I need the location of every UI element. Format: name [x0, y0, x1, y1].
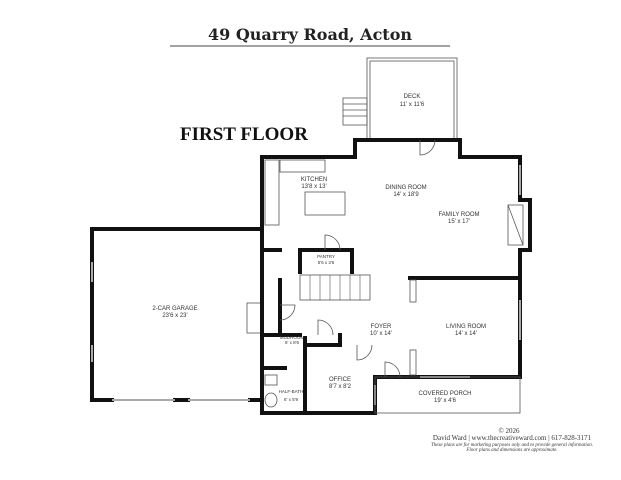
room-dims-half-bath: 6' x 5'9: [284, 397, 298, 402]
room-label-foyer: FOYER: [371, 324, 392, 330]
room-dims-kitchen: 13'8 x 13': [301, 184, 326, 190]
room-label-deck: DECK: [404, 94, 421, 100]
floor-label: FIRST FLOOR: [180, 124, 308, 145]
room-dims-garage: 23'6 x 23': [162, 313, 187, 319]
room-dims-pantry: 5'6 x 3'6: [318, 260, 335, 265]
room-label-pantry: PANTRY: [317, 254, 335, 259]
room-label-half-bath: HALF-BATH: [279, 389, 304, 394]
garage-walls: [90, 227, 264, 402]
disclaimer-line-1: These plans are for marketing purposes o…: [431, 443, 593, 448]
room-label-family: FAMILY ROOM: [438, 212, 479, 218]
room-label-garage: 2-CAR GARAGE: [152, 306, 197, 312]
room-dims-mudroom: 6' x 8'6: [285, 340, 299, 345]
room-dims-office: 8'7 x 8'2: [329, 384, 352, 390]
room-label-office: OFFICE: [329, 377, 351, 383]
room-label-living: LIVING ROOM: [446, 324, 486, 330]
room-dims-family: 15' x 17': [448, 219, 470, 225]
page-title: 49 Quarry Road, Acton: [208, 25, 412, 44]
room-label-dining: DINING ROOM: [385, 185, 426, 191]
copyright: © 2026: [498, 427, 520, 435]
room-label-kitchen: KITCHEN: [301, 177, 327, 183]
room-dims-porch: 19' x 4'6: [434, 398, 457, 404]
disclaimer-line-2: Floor plans and dimensions are approxima…: [465, 448, 557, 453]
house-walls: [260, 138, 532, 415]
credits: David Ward | www.thecreativeward.com | 6…: [433, 434, 592, 442]
room-dims-deck: 11' x 11'6: [400, 102, 425, 108]
room-label-porch: COVERED PORCH: [418, 391, 471, 397]
room-dims-dining: 14' x 18'9: [393, 192, 419, 198]
room-dims-living: 14' x 14': [455, 331, 477, 337]
room-label-mudroom: MUDROOM: [280, 335, 304, 340]
deck: [342, 57, 458, 141]
room-dims-foyer: 10' x 14': [370, 331, 392, 337]
